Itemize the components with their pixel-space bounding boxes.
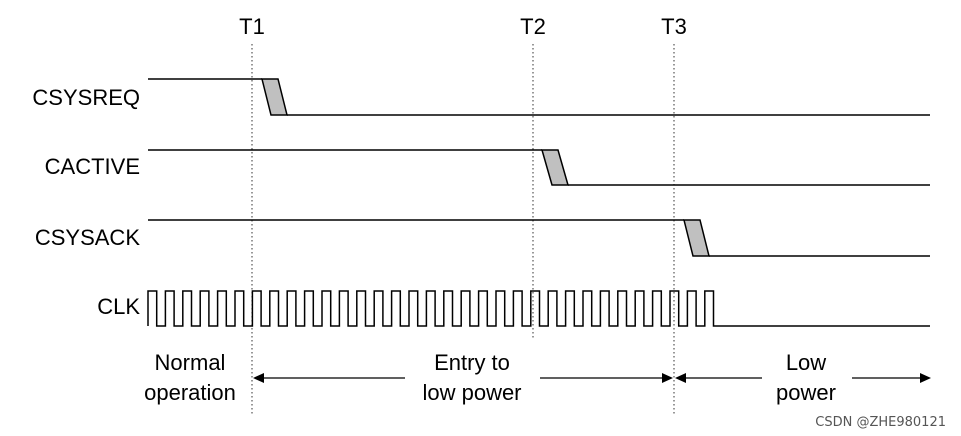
signal-label-clk: CLK (97, 294, 140, 319)
low-arrow-left-head (675, 373, 686, 383)
phase-low-line1: Low (786, 350, 826, 375)
signal-label-cactive: CACTIVE (45, 154, 140, 179)
entry-arrow-right-head (662, 373, 673, 383)
marker-t2-label: T2 (520, 14, 546, 39)
phase-entry-line1: Entry to (434, 350, 510, 375)
csysreq-falling-edge (261, 78, 288, 116)
waveform-clk (147, 290, 930, 327)
signal-label-csysack: CSYSACK (35, 225, 140, 250)
phase-normal-line2: operation (144, 380, 236, 405)
waveform-csysreq (148, 78, 930, 116)
phase-entry-line2: low power (422, 380, 521, 405)
cactive-falling-edge (541, 149, 569, 186)
signal-label-csysreq: CSYSREQ (32, 85, 140, 110)
phase-arrows (253, 373, 931, 383)
phase-normal-line1: Normal (155, 350, 226, 375)
low-arrow-right-head (920, 373, 931, 383)
time-markers: T1 T2 T3 (239, 14, 687, 415)
signal-labels: CSYSREQ CACTIVE CSYSACK CLK (32, 85, 140, 319)
marker-t1-label: T1 (239, 14, 265, 39)
watermark: CSDN @ZHE980121 (815, 415, 946, 430)
phase-low-line2: power (776, 380, 836, 405)
marker-t3-label: T3 (661, 14, 687, 39)
waveform-csysack (148, 219, 930, 257)
entry-arrow-left-head (253, 373, 264, 383)
waveform-cactive (148, 149, 930, 186)
phase-labels: Normal operation Entry to low power Low … (144, 350, 836, 405)
csysack-falling-edge (683, 219, 710, 257)
